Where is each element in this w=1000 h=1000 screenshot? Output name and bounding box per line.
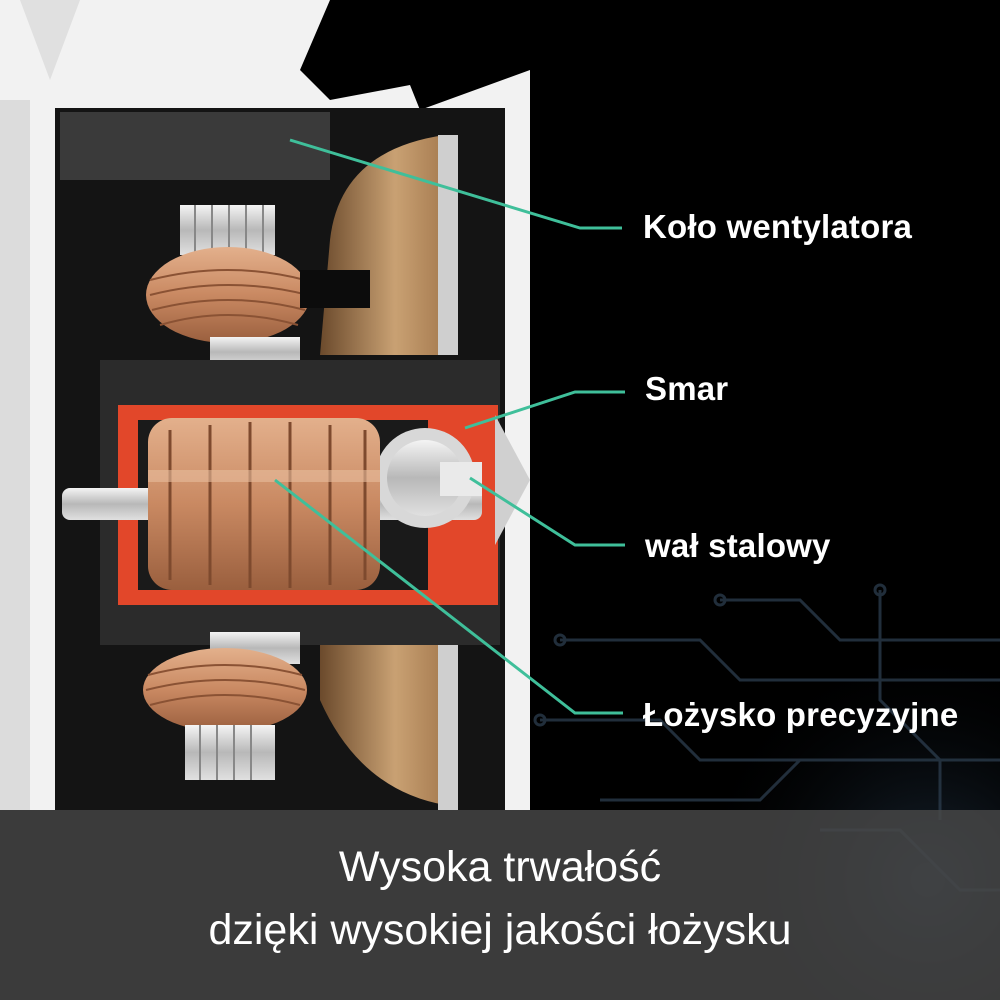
upper-coil — [146, 205, 370, 367]
lower-coil — [143, 632, 307, 780]
caption-line-2: dzięki wysokiej jakości łożysku — [208, 906, 792, 954]
bearing-cone — [495, 415, 530, 545]
label-fan-wheel: Koło wentylatora — [643, 208, 913, 245]
rotor-armature — [148, 418, 380, 590]
top-block — [60, 112, 330, 180]
label-steel-shaft: wał stalowy — [645, 527, 831, 564]
leader-line-shaft — [469, 476, 625, 547]
leader-line-fan — [289, 138, 622, 230]
label-precision-bearing: Łożysko precyzyjne — [643, 696, 959, 733]
caption-line-1: Wysoka trwałość — [338, 843, 662, 891]
leader-line-bearing — [274, 478, 623, 715]
label-grease: Smar — [645, 370, 729, 407]
leader-lines — [274, 138, 625, 715]
leader-line-grease — [464, 390, 625, 430]
caption-band — [0, 810, 1000, 1000]
